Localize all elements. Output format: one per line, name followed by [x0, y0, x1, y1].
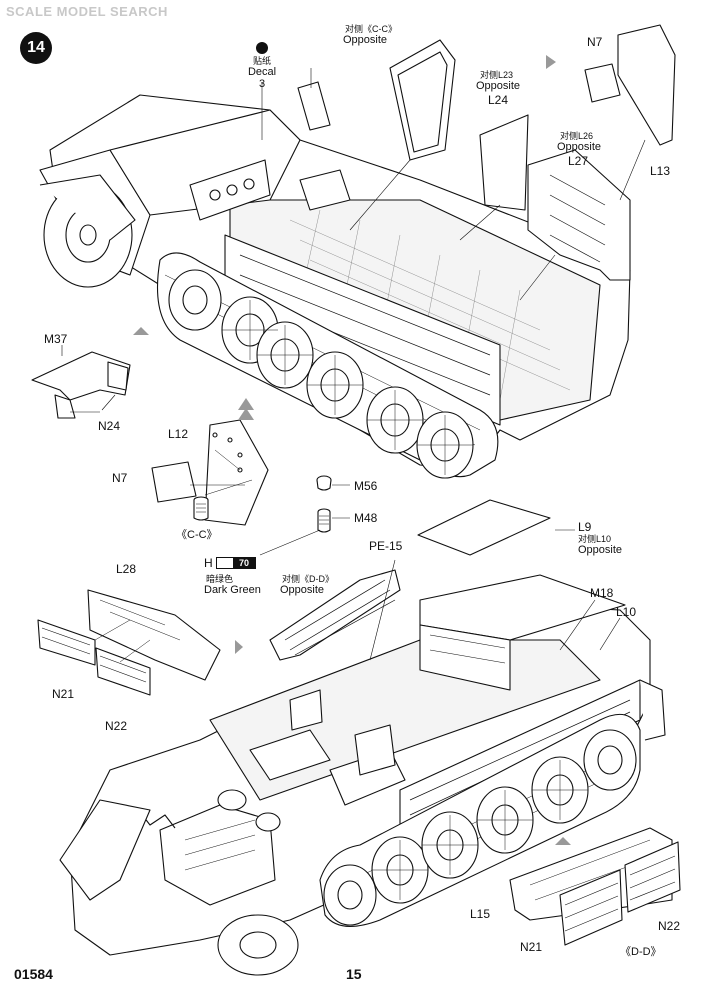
part-n7: N7 — [112, 471, 128, 485]
part-l27: L27 — [568, 154, 589, 168]
part-m56: M56 — [354, 479, 378, 493]
part-m18: M18 — [590, 586, 614, 600]
paint-name-zh: 暗绿色 — [206, 574, 234, 584]
watermark-text: SCALE MODEL SEARCH — [6, 4, 168, 19]
part-n22-right: N22 — [658, 919, 681, 933]
l24-opposite-zh: 对侧L23 — [480, 70, 514, 80]
l12-panel-assembly — [151, 419, 269, 526]
paint-code: 70 — [233, 558, 255, 568]
part-l24: L24 — [488, 93, 509, 107]
l9-opposite-zh: 对侧L10 — [578, 534, 612, 544]
l24-opposite-label: Opposite — [476, 80, 521, 92]
paint-name: Dark Green — [204, 584, 261, 596]
decal-label: Decal — [247, 66, 277, 78]
l27-opposite-zh: 对侧L26 — [560, 131, 594, 141]
part-n7-top: N7 — [587, 35, 603, 49]
step-number-badge: 14 — [20, 32, 52, 64]
l27-opposite-label: Opposite — [557, 141, 602, 153]
dd-opposite-label: Opposite — [280, 584, 325, 596]
dd-opposite-zh: 对侧《D-D》 — [282, 574, 334, 584]
watermark: SCALE MODEL SEARCH — [6, 4, 168, 19]
cc-opposite-label: Opposite — [343, 34, 388, 46]
part-l9: L9 — [578, 520, 592, 534]
part-pe15: PE-15 — [369, 539, 403, 553]
part-l10: L10 — [616, 605, 637, 619]
cc-opposite-zh: 对侧《C-C》 — [345, 24, 397, 34]
part-n21-left: N21 — [52, 687, 75, 701]
paint-chip: 70 — [216, 557, 256, 569]
product-code: 01584 — [14, 966, 53, 982]
upper-vehicle-hull — [39, 24, 676, 479]
l28-stowage-box — [37, 589, 221, 696]
lower-vehicle-hull — [59, 499, 666, 976]
l15-stowage-box — [509, 827, 681, 946]
part-l28: L28 — [116, 562, 137, 576]
decal-number: 3 — [258, 78, 266, 90]
paint-letter: H — [204, 556, 213, 570]
view-cc-label: 《C-C》 — [176, 529, 218, 541]
part-l12: L12 — [168, 427, 189, 441]
part-l13: L13 — [650, 164, 671, 178]
part-l15: L15 — [470, 907, 491, 921]
part-n22-left: N22 — [105, 719, 128, 733]
part-m37: M37 — [44, 332, 68, 346]
view-dd-label: 《D-D》 — [620, 946, 662, 958]
m37-n24-parts — [31, 345, 131, 419]
part-n24: N24 — [98, 419, 121, 433]
l9-opposite-label: Opposite — [578, 544, 623, 556]
m56-m48-parts — [259, 475, 350, 556]
page-number: 15 — [346, 966, 362, 982]
part-m48: M48 — [354, 511, 378, 525]
decal-label-zh: 贴纸 — [252, 56, 271, 66]
part-n21-right: N21 — [520, 940, 543, 954]
